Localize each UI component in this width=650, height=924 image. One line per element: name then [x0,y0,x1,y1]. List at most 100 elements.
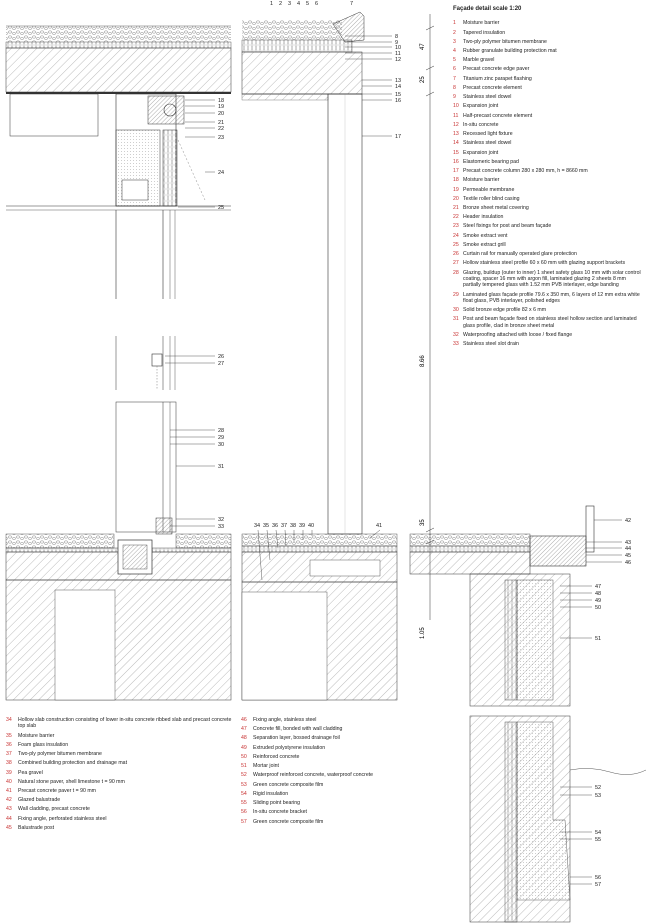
legend-item-text: Hollow stainless steel profile 60 x 60 m… [463,260,626,267]
callout-11: 11 [395,51,401,57]
legend-item: 3 Two-ply polymer bitumen membrane [453,39,645,45]
legend-item-number: 25 [453,241,459,248]
top-callouts: 1 2 3 4 5 6 7 [270,1,353,7]
callout-40: 40 [308,523,314,529]
legend-item-text: Two-ply polymer bitumen membrane [463,38,547,45]
callout-47: 47 [595,584,601,590]
legend-item-text: Precast concrete column 280 x 280 mm, h … [463,168,588,175]
legend-title: Façade detail scale 1:20 [453,6,522,12]
legend-item-number: 57 [241,818,247,825]
legend-item-number: 56 [241,809,247,816]
callout-26: 26 [218,354,224,360]
legend-item-number: 53 [241,781,247,788]
section-left-roof [5,25,232,301]
legend-item-text: Stainless steel slot drain [463,341,519,348]
legend-item-number: 11 [453,112,459,119]
legend-item-text: In-situ concrete [463,121,499,128]
legend-item-text: Sliding point bearing [253,800,301,807]
legend-item-text: Foam glass insulation [18,741,69,748]
legend-item-number: 4 [453,48,456,55]
callout-8: 8 [395,34,398,40]
callout-36: 36 [272,523,278,529]
callout-16: 16 [395,98,401,104]
callout-46: 46 [625,560,631,566]
legend-item-number: 33 [453,341,459,348]
legend-item-text: Extruded polystyrene insulation [253,744,326,751]
callout-41: 41 [376,523,382,529]
legend-item-number: 30 [453,307,459,314]
legend-item-number: 44 [6,815,12,822]
legend-item-text: Green concrete composite film [253,818,324,825]
dim-47: 47 [420,43,426,50]
legend-item-number: 10 [453,103,459,110]
legend-item-number: 6 [453,66,456,73]
callout-6: 6 [315,1,318,7]
legend-item-number: 15 [453,149,459,156]
legend-item-text: In-situ concrete bracket [253,809,307,816]
legend-item-text: Textile roller blind casing [463,195,520,202]
legend-item-text: Mortar joint [253,763,279,770]
legend-item-text: Moisture barrier [463,177,500,184]
legend-item-text: Glazing, buildup (outer to inner) 1 shee… [463,269,641,289]
callout-7: 7 [350,1,353,7]
callout-20: 20 [218,111,224,117]
legend-item-number: 37 [6,751,12,758]
legend-item-number: 20 [453,195,459,202]
section-mid-bottom [241,533,398,701]
legend-item-number: 23 [453,223,459,230]
callout-12: 12 [395,57,401,63]
legend-item-text: Fixing angle, perforated stainless steel [18,815,107,822]
legend-item-number: 16 [453,158,459,165]
legend-item-number: 31 [453,316,459,323]
legend-item-text: Balustrade post [18,824,55,831]
legend-item-text: Natural stone paver, shell limestone t =… [18,778,125,785]
legend-item-number: 45 [6,824,12,831]
legend-item-number: 3 [453,38,456,45]
callout-53: 53 [595,793,601,799]
legend-item-text: Concrete fill, bonded with wall cladding [253,726,343,733]
legend-item-number: 42 [6,797,12,804]
callout-15: 15 [395,92,401,98]
legend-item-text: Solid bronze edge profile 82 x 6 mm [463,307,547,314]
legend-item-number: 48 [241,735,247,742]
callout-19: 19 [218,104,224,110]
legend-item-text: Waterproof reinforced concrete, waterpro… [253,772,374,779]
legend-item-text: Precast concrete edge paver [463,66,530,73]
legend-item-number: 14 [453,140,459,147]
legend-item-text: Permeable membrane [463,186,515,193]
callout-9: 9 [395,40,398,46]
legend-item-number: 9 [453,94,456,101]
dim-105: 1.05 [420,627,426,639]
callout-13: 13 [395,78,401,84]
callout-10: 10 [395,45,401,51]
legend-item-text: Laminated glass façade profile 79.6 x 35… [463,291,640,304]
legend-item-text: Precast concrete paver t = 90 mm [18,787,96,794]
legend-item-text: Fixing angle, stainless steel [253,717,317,723]
legend-item-text: Rigid insulation [253,790,289,797]
legend-item-number: 26 [453,251,459,258]
legend-item-number: 12 [453,121,459,128]
